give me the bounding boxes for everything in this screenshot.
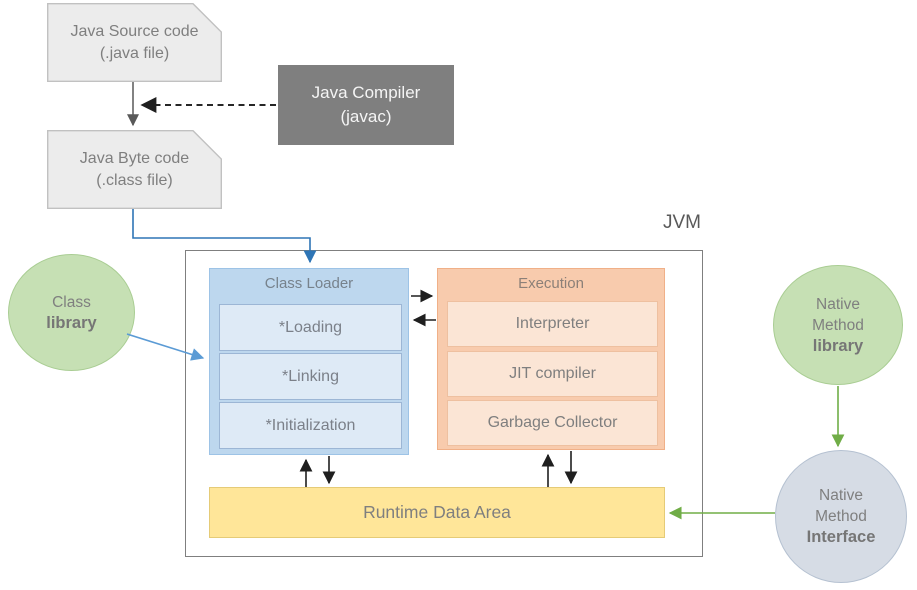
native-method-library-line3: library (812, 336, 864, 355)
class-loader-node: Class Loader *Loading *Linking *Initiali… (209, 268, 409, 455)
native-method-library-line2: Method (812, 316, 864, 334)
class-loader-title: Class Loader (264, 275, 354, 292)
document-shape-icon (47, 130, 222, 209)
class-library-node: Class library (8, 254, 135, 371)
native-method-interface-node: Native Method Interface (775, 450, 907, 583)
java-compiler-label-line1: Java Compiler (311, 83, 421, 102)
java-compiler-node: Java Compiler (javac) (278, 65, 454, 145)
execution-node: Execution Interpreter JIT compiler Garba… (437, 268, 665, 450)
execution-item-garbage-collector: Garbage Collector (447, 400, 658, 446)
jvm-title: JVM (663, 212, 701, 233)
runtime-data-area-label: Runtime Data Area (363, 502, 511, 522)
native-method-library-node: Native Method library (773, 265, 903, 385)
java-source-label-line1: Java Source code (70, 22, 199, 40)
java-source-label-line2: (.java file) (99, 44, 170, 62)
java-source-node: Java Source code (.java file) (47, 3, 222, 82)
class-loader-item-linking: *Linking (219, 353, 402, 400)
execution-item-interpreter: Interpreter (447, 301, 658, 347)
java-byte-code-node: Java Byte code (.class file) (47, 130, 222, 209)
document-shape-icon (47, 3, 222, 82)
execution-item-jit-compiler: JIT compiler (447, 351, 658, 397)
class-library-label-line2: library (46, 313, 97, 332)
class-library-label-line1: Class (52, 293, 91, 311)
execution-title: Execution (518, 275, 584, 292)
native-method-interface-line2: Method (815, 508, 867, 525)
class-loader-item-loading: *Loading (219, 304, 402, 351)
java-byte-code-label-line1: Java Byte code (79, 149, 190, 167)
java-compiler-label-line2: (javac) (340, 107, 392, 126)
class-loader-item-initialization: *Initialization (219, 402, 402, 449)
native-method-library-line1: Native (816, 295, 860, 313)
native-method-interface-line3: Interface (806, 528, 876, 546)
jvm-boundary-box (185, 250, 703, 557)
native-method-interface-line1: Native (819, 487, 863, 504)
java-byte-code-label-line2: (.class file) (96, 171, 173, 189)
runtime-data-area-node: Runtime Data Area (209, 487, 665, 538)
